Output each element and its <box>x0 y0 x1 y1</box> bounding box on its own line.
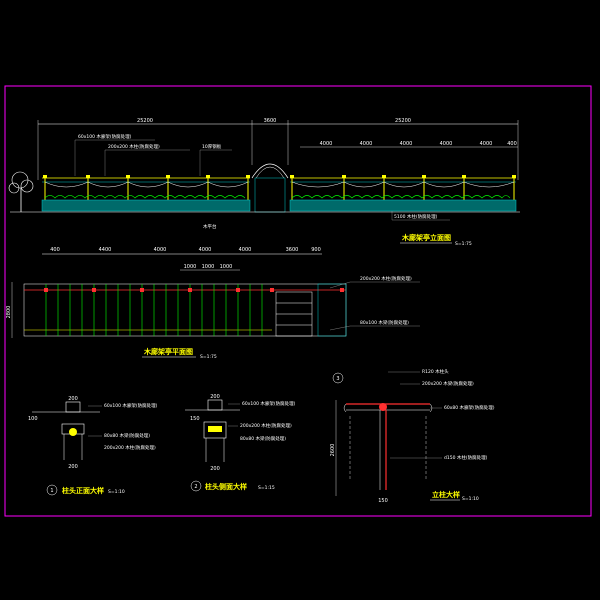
plan-left-dim: 2800 <box>6 306 12 319</box>
elevation-dim-left: 25200 <box>137 118 153 124</box>
hedge-right <box>291 195 511 199</box>
elevation-note: 10厚钢板 <box>202 143 222 150</box>
detail-column: 3 2600 150 R120 木柱头 200x200 木梁(防腐处理) 60x… <box>330 368 495 504</box>
bay-dim: 4000 <box>320 141 333 147</box>
detail-marker-label: 2 <box>194 484 197 490</box>
detail-title: 柱头正面大样 <box>62 486 104 495</box>
bay-dim: 400 <box>507 141 517 147</box>
plan-rafters <box>45 284 263 336</box>
leader-line <box>329 281 351 289</box>
detail-scale: S=1:10 <box>108 489 125 495</box>
plan-dim: 3600 <box>286 247 299 253</box>
detail-title: 柱头侧面大样 <box>205 482 247 491</box>
elevation-note: 60x100 木廊架(防腐处理) <box>78 133 132 140</box>
detail-marker <box>46 484 58 496</box>
detail-dim: 200 <box>210 394 220 400</box>
bay-dim: 4000 <box>360 141 373 147</box>
detail-note: d150 木柱(防腐处理) <box>444 454 488 461</box>
detail-note: 200x200 木柱(防腐处理) <box>104 444 156 451</box>
plan-sub-dim: 1000 <box>184 264 197 270</box>
plan-note: 80x100 木梁(防腐处理) <box>360 319 409 326</box>
bolt-mark <box>69 428 77 436</box>
planter-base-right <box>289 199 517 212</box>
detail-scale: S=1:10 <box>462 496 479 502</box>
leader-line <box>329 325 351 331</box>
gate-opening <box>254 177 286 213</box>
plan-dim: 900 <box>311 247 321 253</box>
beam-ends <box>343 403 433 413</box>
plan-dim: 4000 <box>199 247 212 253</box>
elevation-title: 木廊架亭立面图 <box>401 233 451 242</box>
arch-gate-inner <box>255 166 285 179</box>
detail-dim: 200 <box>68 464 78 470</box>
bay-dim: 4000 <box>440 141 453 147</box>
elevation-dim-right: 25200 <box>395 118 411 124</box>
arch-gate <box>251 163 289 179</box>
canopy-arcs-right <box>291 181 515 188</box>
beam-section <box>203 421 227 439</box>
plan-scale: S=1:75 <box>200 354 217 360</box>
detail-dim: 200 <box>210 466 220 472</box>
plan-title: 木廊架亭平面图 <box>143 347 193 356</box>
detail-note: 60x100 木廊架(防腐处理) <box>104 402 158 409</box>
tree-symbol <box>8 171 34 212</box>
plan-dim: 4000 <box>154 247 167 253</box>
detail-column-head-front: 200 100 200 60x100 木廊架(防腐处理) 80x80 木梁(防腐… <box>28 396 158 496</box>
bay-dim: 4000 <box>400 141 413 147</box>
detail-dim: 150 <box>378 498 388 504</box>
hedge-left <box>44 195 246 199</box>
detail-column-head-side: 200 150 200 60x100 木廊架(防腐处理) 200x200 木柱(… <box>185 394 296 492</box>
plan-end-platform <box>317 283 347 337</box>
plan-dim: 4400 <box>99 247 112 253</box>
elevation-view: 25200 3600 25200 4000 4000 4000 4000 400… <box>8 118 520 247</box>
detail-note: 80x80 木梁(防腐处理) <box>240 435 286 442</box>
detail-dim: 100 <box>28 416 38 422</box>
detail-note: 60x100 木廊架(防腐处理) <box>242 400 296 407</box>
cap-block <box>65 401 81 413</box>
elevation-note: 200x200 木柱(防腐处理) <box>108 143 160 150</box>
plan-dim: 4000 <box>239 247 252 253</box>
plan-view: 400 4400 4000 4000 4000 3600 900 1000 10… <box>6 247 420 360</box>
detail-marker-label: 3 <box>336 376 339 382</box>
plan-sub-dim: 1000 <box>220 264 233 270</box>
detail-dim: 200 <box>68 396 78 402</box>
planter-base-left <box>41 199 251 212</box>
joint-mark <box>379 403 387 411</box>
detail-marker <box>332 372 344 384</box>
sheet-frame <box>4 85 592 517</box>
detail-marker-label: 1 <box>50 488 53 494</box>
detail-note: 200x200 木梁(防腐处理) <box>422 380 474 387</box>
detail-marker <box>190 480 202 492</box>
canopy-arcs-left <box>44 181 249 188</box>
detail-title: 立柱大样 <box>432 490 460 499</box>
column-caps <box>43 175 516 178</box>
detail-scale: S=1:15 <box>258 485 275 491</box>
detail-note: 80x80 木梁(防腐处理) <box>104 432 150 439</box>
detail-note: R120 木柱头 <box>422 368 449 375</box>
bracket-mark <box>208 426 222 432</box>
plan-dim: 400 <box>50 247 60 253</box>
bay-dim: 4000 <box>480 141 493 147</box>
detail-note: 200x200 木柱(防腐处理) <box>240 422 292 429</box>
elevation-dim-center: 3600 <box>264 118 277 124</box>
elevation-scale: S=1:75 <box>455 241 472 247</box>
detail-dim: 150 <box>190 416 200 422</box>
plan-column-marks <box>44 288 344 292</box>
plan-steps <box>275 291 313 337</box>
elevation-note: 木平台 <box>203 223 217 230</box>
plan-sub-dim: 1000 <box>202 264 215 270</box>
detail-dim: 2600 <box>330 444 336 457</box>
plan-note: 200x200 木柱(防腐处理) <box>360 275 412 282</box>
detail-note: 60x80 木廊架(防腐处理) <box>444 404 495 411</box>
cap-block <box>207 399 223 411</box>
elevation-note: 5100 木柱(防腐处理) <box>394 213 438 220</box>
